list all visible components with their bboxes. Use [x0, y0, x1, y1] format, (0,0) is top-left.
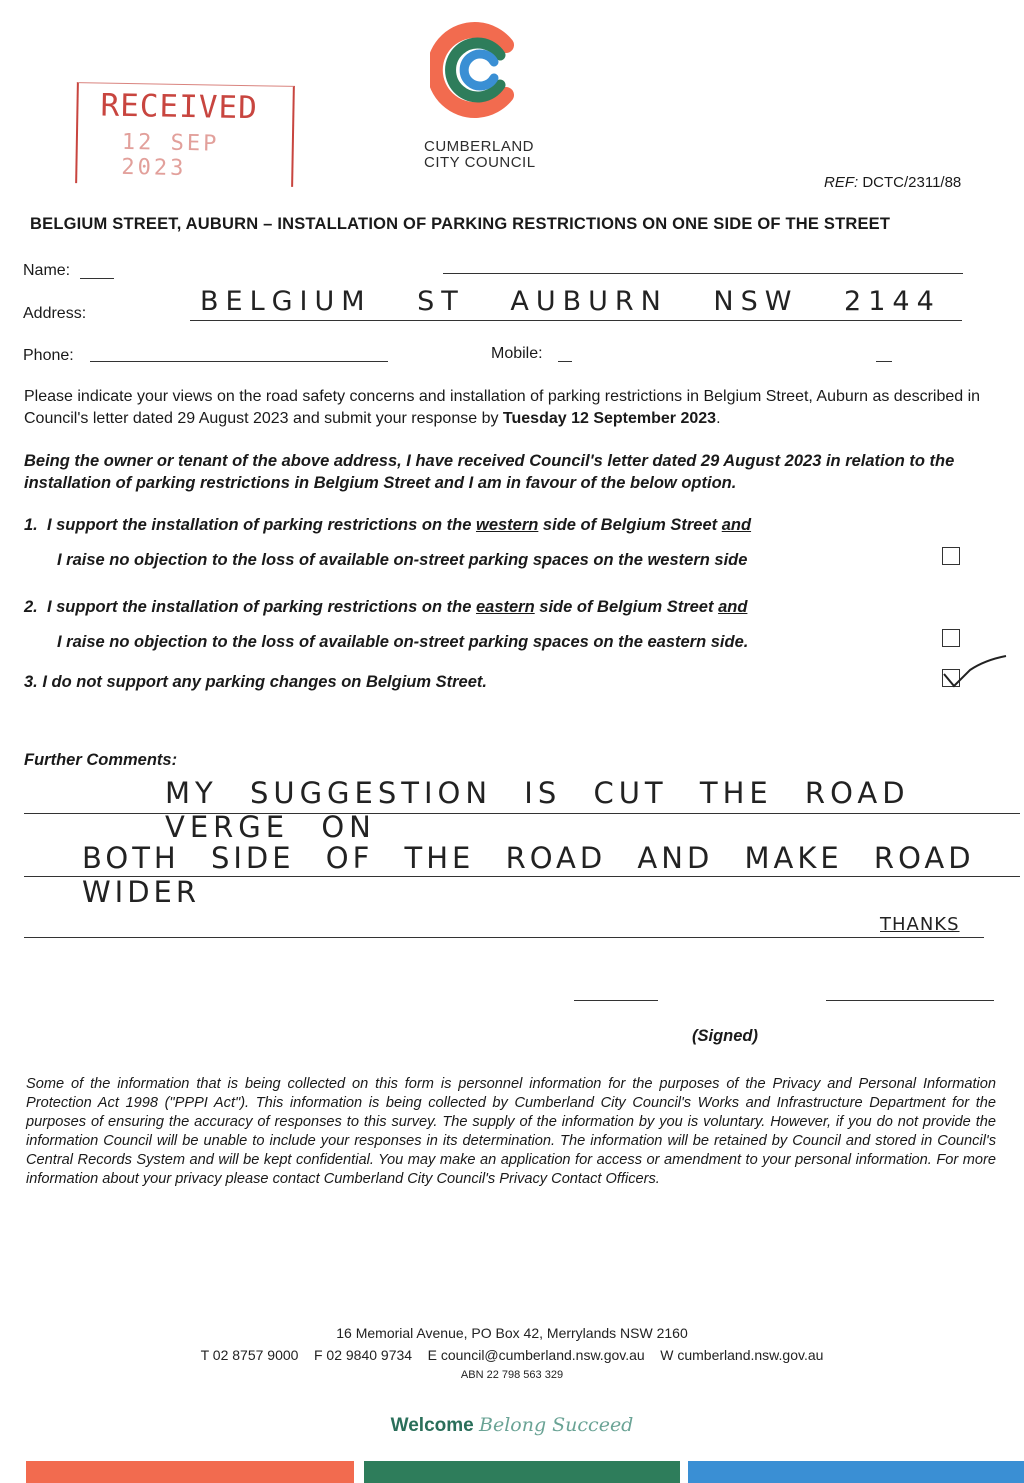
option-1-line2: I raise no objection to the loss of avai… — [57, 551, 748, 569]
tagline: Welcome Belong Succeed — [0, 1414, 1024, 1437]
address-handwritten: BELGIUM ST AUBURN NSW 2144 — [200, 286, 941, 317]
mobile-field-line[interactable] — [558, 361, 572, 362]
option-1-number: 1. — [24, 516, 38, 534]
privacy-notice: Some of the information that is being co… — [26, 1076, 996, 1187]
council-logo-icon — [430, 22, 514, 118]
option-2-mid: side of Belgium Street — [534, 598, 719, 616]
option-3-text: I do not support any parking changes on … — [42, 673, 487, 691]
document-heading: BELGIUM STREET, AUBURN – INSTALLATION OF… — [30, 215, 891, 233]
name-field-line-right[interactable] — [443, 273, 963, 274]
footer-address: 16 Memorial Avenue, PO Box 42, Merryland… — [336, 1325, 688, 1341]
option-2-pre: I support the installation of parking re… — [46, 598, 476, 616]
option-1-line1: 1. I support the installation of parking… — [24, 516, 751, 535]
name-field-line[interactable] — [80, 278, 114, 279]
council-name: CUMBERLAND CITY COUNCIL — [424, 139, 536, 171]
stamp-title: RECEIVED — [100, 87, 259, 127]
mobile-label: Mobile: — [491, 345, 543, 362]
option-2-side: eastern — [475, 598, 535, 616]
signature-line-right[interactable] — [826, 1000, 994, 1001]
intro-paragraph: Please indicate your views on the road s… — [24, 386, 1004, 430]
footer-contact: T 02 8757 9000 F 02 9840 9734 E council@… — [200, 1347, 824, 1363]
comment-line-3-text: THANKS — [880, 914, 960, 935]
address-label: Address: — [23, 305, 87, 322]
option-1-pre: I support the installation of parking re… — [46, 516, 476, 534]
footer-bar-blue — [688, 1461, 1024, 1483]
option-2-conj: and — [718, 598, 748, 616]
council-name-line2: CITY COUNCIL — [424, 154, 536, 171]
option-2-checkbox[interactable] — [942, 629, 960, 647]
footer-bar-green — [364, 1461, 680, 1483]
footer-abn: ABN 22 798 563 329 — [460, 1369, 564, 1381]
option-3-number: 3. — [24, 673, 38, 691]
council-name-line1: CUMBERLAND — [424, 138, 535, 155]
comment-line-3[interactable] — [24, 937, 984, 938]
option-1-side: western — [475, 516, 539, 534]
option-2-number: 2. — [24, 598, 38, 616]
option-1-checkbox[interactable] — [942, 547, 960, 565]
reference-number: REF: DCTC/2311/88 — [824, 174, 961, 191]
mobile-field-line-right[interactable] — [876, 361, 892, 362]
option-3-checkbox[interactable] — [942, 669, 960, 687]
option-3-line: 3. I do not support any parking changes … — [24, 673, 487, 692]
ref-value: DCTC/2311/88 — [862, 174, 962, 191]
option-2-line1: 2. I support the installation of parking… — [24, 598, 747, 617]
signature-line-left[interactable] — [574, 1000, 658, 1001]
checkmark-icon — [943, 655, 1007, 688]
comment-line-2[interactable] — [24, 876, 1020, 877]
intro-text: Please indicate your views on the road s… — [24, 388, 981, 427]
intro-deadline: Tuesday 12 September 2023 — [502, 410, 717, 427]
comments-label: Further Comments: — [24, 751, 178, 769]
tagline-rest: Belong Succeed — [479, 1414, 634, 1436]
stamp-date: 12 SEP 2023 — [121, 129, 220, 182]
owner-statement: Being the owner or tenant of the above a… — [24, 452, 955, 492]
option-1-mid: side of Belgium Street — [538, 516, 722, 534]
address-field-line[interactable] — [190, 320, 962, 321]
intro-end: . — [716, 410, 721, 427]
comment-line-1-text: MY SUGGESTION IS CUT THE ROAD VERGE ON — [165, 776, 910, 844]
tagline-welcome: Welcome — [390, 1415, 474, 1436]
comment-line-2-text: BOTH SIDE OF THE ROAD AND MAKE ROAD WIDE… — [82, 841, 975, 909]
comment-line-1[interactable] — [24, 813, 1020, 814]
footer-bar-orange — [26, 1461, 354, 1483]
name-label: Name: — [23, 262, 71, 279]
option-1-conj: and — [721, 516, 752, 534]
phone-label: Phone: — [23, 347, 74, 364]
ref-label: REF: — [824, 174, 859, 191]
option-2-line2: I raise no objection to the loss of avai… — [57, 633, 749, 651]
received-stamp: RECEIVED 12 SEP 2023 — [75, 82, 295, 187]
signed-label: (Signed) — [692, 1027, 758, 1045]
phone-field-line[interactable] — [90, 361, 388, 362]
